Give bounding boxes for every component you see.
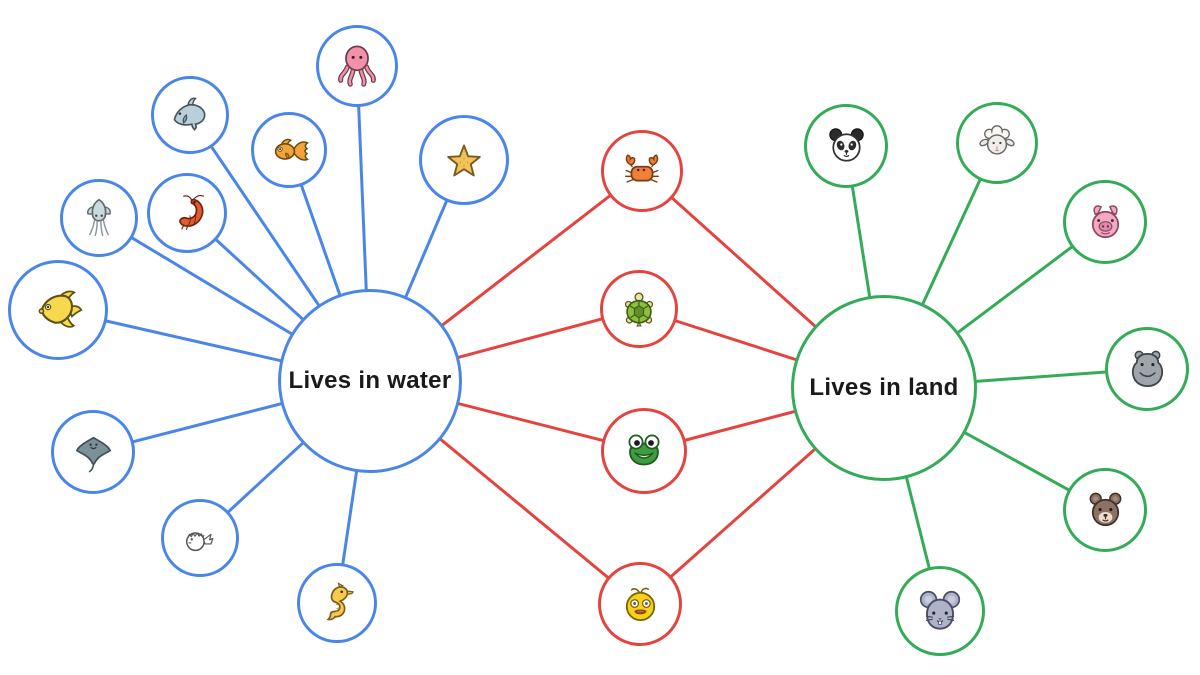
- seahorse-icon: [315, 581, 360, 626]
- node-frog: [601, 408, 687, 494]
- hub-water: Lives in water: [278, 289, 462, 473]
- node-duck: [598, 562, 682, 646]
- pufferfish-icon: [178, 516, 222, 560]
- node-bear: [1063, 468, 1147, 552]
- node-turtle: [600, 270, 678, 348]
- node-dolphin: [151, 76, 229, 154]
- node-hippo: [1105, 327, 1189, 411]
- turtle-icon: [617, 287, 661, 331]
- goldfish-icon: [268, 129, 311, 172]
- mouse-icon: [915, 586, 965, 636]
- node-sheep: [956, 102, 1038, 184]
- frog-icon: [620, 427, 668, 475]
- node-shrimp: [147, 173, 227, 253]
- starfish-icon: [439, 135, 489, 185]
- node-starfish: [419, 115, 509, 205]
- hippo-icon: [1124, 346, 1171, 393]
- hub-land: Lives in land: [791, 295, 977, 481]
- node-pufferfish: [161, 499, 239, 577]
- pig-icon: [1082, 199, 1129, 246]
- hub-label-land: Lives in land: [809, 374, 959, 401]
- node-mouse: [895, 566, 985, 656]
- node-pig: [1063, 180, 1147, 264]
- shrimp-icon: [165, 191, 210, 236]
- panda-icon: [823, 123, 870, 170]
- stingray-icon: [70, 429, 117, 476]
- sheep-icon: [974, 120, 1020, 166]
- hub-label-water: Lives in water: [288, 367, 452, 394]
- node-squid: [60, 179, 138, 257]
- octopus-icon: [334, 43, 380, 89]
- node-crab: [601, 130, 683, 212]
- crab-icon: [619, 148, 665, 194]
- node-stingray: [51, 410, 135, 494]
- duck-icon: [617, 581, 664, 628]
- node-panda: [804, 104, 888, 188]
- bear-icon: [1082, 487, 1129, 534]
- node-seahorse: [297, 563, 377, 643]
- node-goldfish: [251, 112, 327, 188]
- node-angelfish: [8, 260, 108, 360]
- dolphin-icon: [168, 93, 212, 137]
- angelfish-icon: [30, 282, 86, 338]
- squid-icon: [77, 196, 121, 240]
- node-octopus: [316, 25, 398, 107]
